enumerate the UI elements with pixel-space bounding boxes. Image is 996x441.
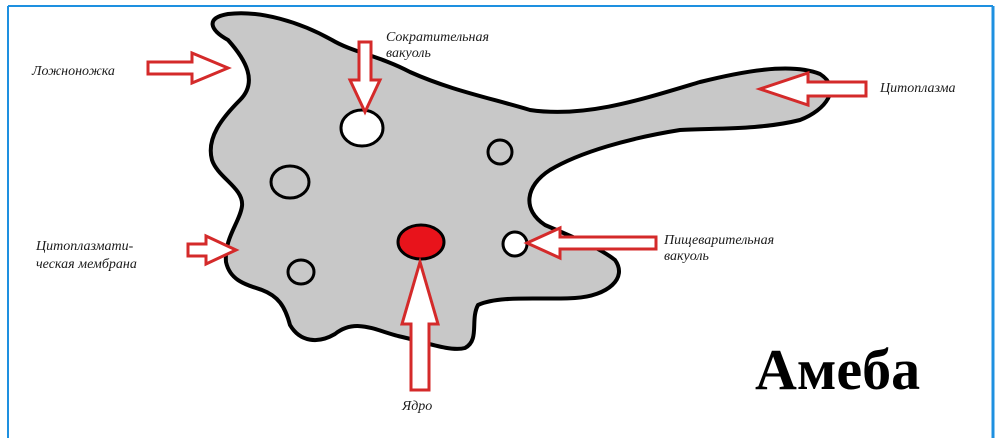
digestive-vacuole — [503, 232, 527, 256]
vacuole-lower-left — [288, 260, 314, 284]
label-contractile-vacuole-line2: вакуоль — [386, 45, 431, 62]
label-contractile-vacuole-line1: Сократительная — [386, 29, 489, 46]
vacuole-small-right — [488, 140, 512, 164]
label-pseudopod: Ложноножка — [32, 63, 115, 80]
vacuole-left — [271, 166, 309, 198]
nucleus — [398, 225, 444, 259]
label-digestive-vacuole-line1: Пищеварительная — [664, 232, 774, 249]
label-membrane-line2: ческая мембрана — [36, 256, 137, 273]
label-membrane-line1: Цитоплазмати- — [36, 238, 133, 255]
pseudopod-arrow — [148, 53, 228, 83]
contractile-vacuole — [341, 110, 383, 146]
label-cytoplasm: Цитоплазма — [880, 80, 956, 97]
label-digestive-vacuole-line2: вакуоль — [664, 248, 709, 265]
label-nucleus: Ядро — [402, 398, 432, 415]
diagram-title: Амеба — [755, 338, 920, 402]
